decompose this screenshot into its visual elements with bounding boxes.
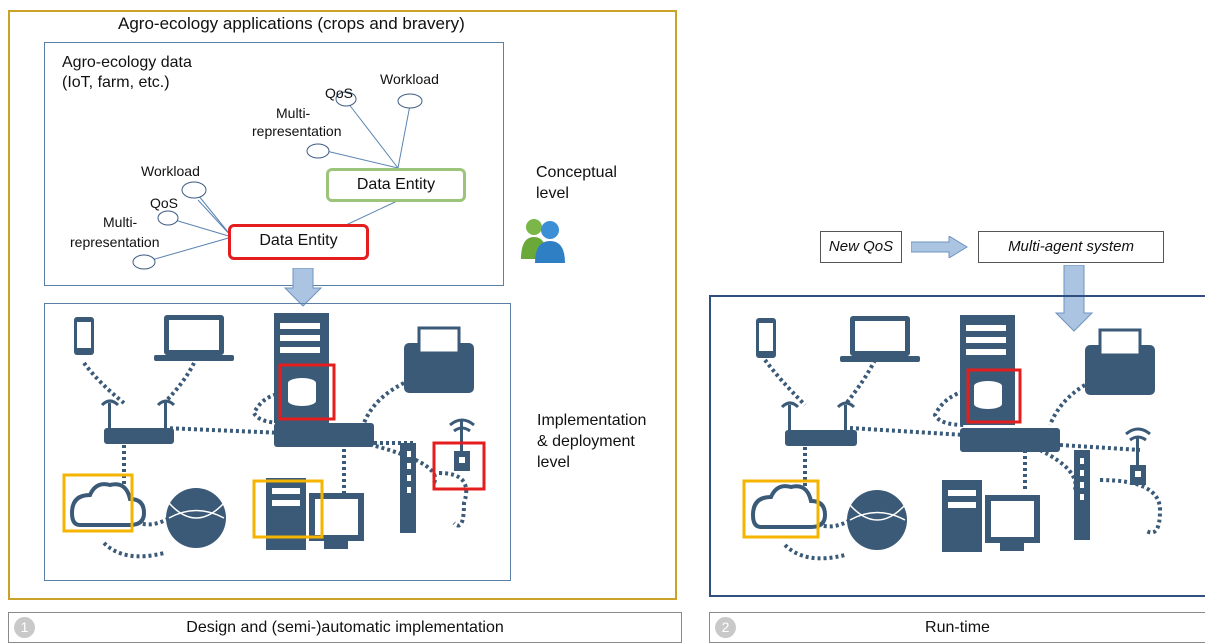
conceptual-label-1: Conceptual: [536, 164, 617, 181]
step-1-label: Design and (semi-)automatic implementati…: [186, 618, 504, 636]
down-arrow-right-icon: [1054, 265, 1094, 332]
conceptual-label-2: level: [536, 185, 569, 202]
down-arrow-icon: [283, 268, 323, 307]
ellipse-multi-2: [132, 254, 156, 270]
red-multi-label-2: representation: [70, 234, 160, 250]
ellipse-workload-1: [397, 93, 423, 109]
implementation-box: [44, 303, 511, 581]
network-diagram-left: [62, 313, 486, 559]
step-1-bar: 1 Design and (semi-)automatic implementa…: [8, 612, 682, 643]
conceptual-box: [44, 42, 504, 286]
ellipse-qos-2: [157, 210, 179, 226]
data-label-line2: (IoT, farm, etc.): [62, 74, 170, 91]
ellipse-qos-1: [335, 91, 357, 107]
green-multi-label-2: representation: [252, 123, 342, 139]
green-qos-label: QoS: [325, 85, 354, 101]
runtime-box: [709, 295, 1205, 597]
step-2-label: Run-time: [925, 618, 990, 636]
green-workload-label: Workload: [380, 71, 439, 87]
right-arrow-icon: [911, 236, 968, 258]
new-qos-box: New QoS: [820, 231, 902, 263]
step-1-number: 1: [14, 617, 35, 638]
impl-label-2: & deployment: [537, 433, 635, 450]
step-2-bar: 2 Run-time: [709, 612, 1205, 643]
users-icon: [521, 219, 565, 263]
red-workload-label: Workload: [141, 163, 200, 179]
design-panel: [8, 10, 677, 600]
multi-agent-system-box: Multi-agent system: [978, 231, 1164, 263]
impl-label-3: level: [537, 454, 570, 471]
data-label-line1: Agro-ecology data: [62, 54, 192, 71]
impl-label-1: Implementation: [537, 412, 647, 429]
network-diagram-right: [742, 315, 1163, 561]
red-multi-label-1: Multi-: [103, 214, 138, 230]
ellipse-workload-2: [181, 181, 207, 199]
ellipse-multi-1: [306, 143, 330, 159]
data-entity-red: Data Entity: [228, 224, 369, 260]
panel-title: Agro-ecology applications (crops and bra…: [118, 14, 465, 33]
red-qos-label: QoS: [150, 195, 179, 211]
step-2-number: 2: [715, 617, 736, 638]
green-multi-label-1: Multi-: [276, 105, 311, 121]
data-entity-green: Data Entity: [326, 168, 466, 202]
